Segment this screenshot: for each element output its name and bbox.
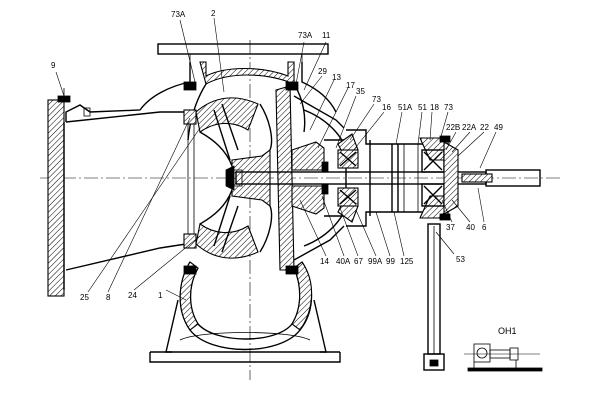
callout-53: 53 — [456, 255, 465, 264]
callout-73-b: 73 — [444, 103, 453, 112]
support-foot — [423, 223, 445, 371]
shaft — [235, 169, 541, 187]
callout-29: 29 — [318, 67, 327, 76]
discharge-flange — [157, 43, 329, 62]
callout-24: 24 — [128, 291, 137, 300]
callout-49: 49 — [494, 123, 503, 132]
shaft-centerline — [40, 40, 560, 380]
callout-40: 40 — [466, 223, 475, 232]
callout-18: 18 — [430, 103, 439, 112]
callout-67: 67 — [354, 257, 363, 266]
figure-caption: OH1 — [498, 326, 517, 336]
callout-9: 9 — [51, 61, 56, 70]
callout-35: 35 — [356, 87, 365, 96]
callout-6: 6 — [482, 223, 487, 232]
bearing-frame — [337, 129, 459, 227]
callout-22: 22 — [480, 123, 489, 132]
seal-chamber — [291, 133, 359, 223]
callout-73A-left: 73A — [171, 10, 186, 19]
callout-73-a: 73 — [372, 95, 381, 104]
callout-37: 37 — [446, 223, 455, 232]
impeller — [195, 97, 273, 259]
callout-99: 99 — [386, 257, 395, 266]
callout-51: 51 — [418, 103, 427, 112]
callout-11: 11 — [322, 31, 331, 40]
callout-99A: 99A — [368, 257, 383, 266]
volute-casing — [65, 61, 341, 363]
callout-17: 17 — [346, 81, 355, 90]
callout-13: 13 — [332, 73, 341, 82]
overview-pictogram — [464, 343, 543, 372]
callout-16: 16 — [382, 103, 391, 112]
callout-leaders — [55, 17, 497, 301]
suction-nozzle — [47, 88, 187, 297]
callout-22A: 22A — [462, 123, 477, 132]
callout-25: 25 — [80, 293, 89, 302]
callout-40A: 40A — [336, 257, 351, 266]
callout-labels: 73A 2 73A 11 9 29 13 17 35 73 16 51A 51 … — [51, 9, 517, 336]
callout-22B: 22B — [446, 123, 460, 132]
callout-125: 125 — [400, 257, 414, 266]
callout-14: 14 — [320, 257, 329, 266]
callout-1: 1 — [158, 291, 163, 300]
casing-cover — [183, 81, 351, 275]
callout-51A: 51A — [398, 103, 413, 112]
wear-ring — [183, 109, 197, 249]
callout-8: 8 — [106, 293, 111, 302]
callout-2: 2 — [211, 9, 216, 18]
callout-73A-right: 73A — [298, 31, 313, 40]
